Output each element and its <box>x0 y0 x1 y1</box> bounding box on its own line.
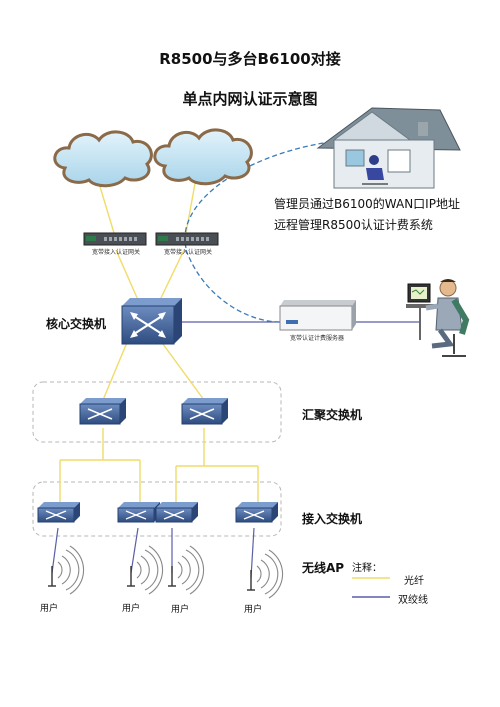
house-icon <box>316 107 461 189</box>
gateway-device-icon <box>83 232 147 246</box>
admin-note-line2: 远程管理R8500认证计费系统 <box>274 218 433 232</box>
aggregation-region <box>32 381 282 443</box>
server-label: 宽带认证计费服务器 <box>290 335 345 342</box>
core-switch-icon <box>121 298 182 345</box>
legend-fiber-label: 光纤 <box>404 576 424 587</box>
access-switch-icon <box>117 502 160 523</box>
server-device-icon <box>279 300 356 331</box>
legend-twisted-label: 双绞线 <box>398 595 428 606</box>
diagram-title: R8500与多台B6100对接 <box>159 50 341 68</box>
access-region <box>32 481 282 537</box>
access-switch-icon <box>37 502 80 523</box>
user-label: 用户 <box>171 605 190 615</box>
user-label: 用户 <box>244 605 263 615</box>
user-label: 用户 <box>40 604 59 614</box>
gateway-label: 宽带接入认证网关 <box>92 249 141 256</box>
core-switch-label: 核心交换机 <box>46 317 107 331</box>
access-switch-label: 接入交换机 <box>302 512 363 526</box>
diagram-subtitle: 单点内网认证示意图 <box>182 90 318 108</box>
aggregation-switch-icon <box>181 398 228 425</box>
gateway-label: 宽带接入认证网关 <box>164 249 213 256</box>
fiber-links <box>59 177 259 502</box>
legend-title: 注释： <box>352 563 382 574</box>
cloud-icon <box>153 128 253 186</box>
wireless-ap-icon <box>48 545 85 595</box>
cloud-icon <box>53 130 153 188</box>
wireless-ap-icon <box>127 545 164 595</box>
remote-management-links <box>184 139 346 323</box>
aggregation-switch-label: 汇聚交换机 <box>302 408 363 422</box>
admin-note-line1: 管理员通过B6100的WAN口IP地址 <box>274 197 460 211</box>
twisted-pair-links <box>51 321 420 579</box>
wireless-ap-icon <box>168 545 205 595</box>
user-label: 用户 <box>122 604 141 614</box>
aggregation-switch-icon <box>79 398 126 425</box>
access-switch-icon <box>235 502 278 523</box>
gateway-device-icon <box>155 232 219 246</box>
wireless-ap-icon <box>247 549 284 599</box>
wireless-ap-label: 无线AP <box>302 561 345 575</box>
access-switch-icon <box>155 502 198 523</box>
admin-user-icon <box>406 279 470 357</box>
